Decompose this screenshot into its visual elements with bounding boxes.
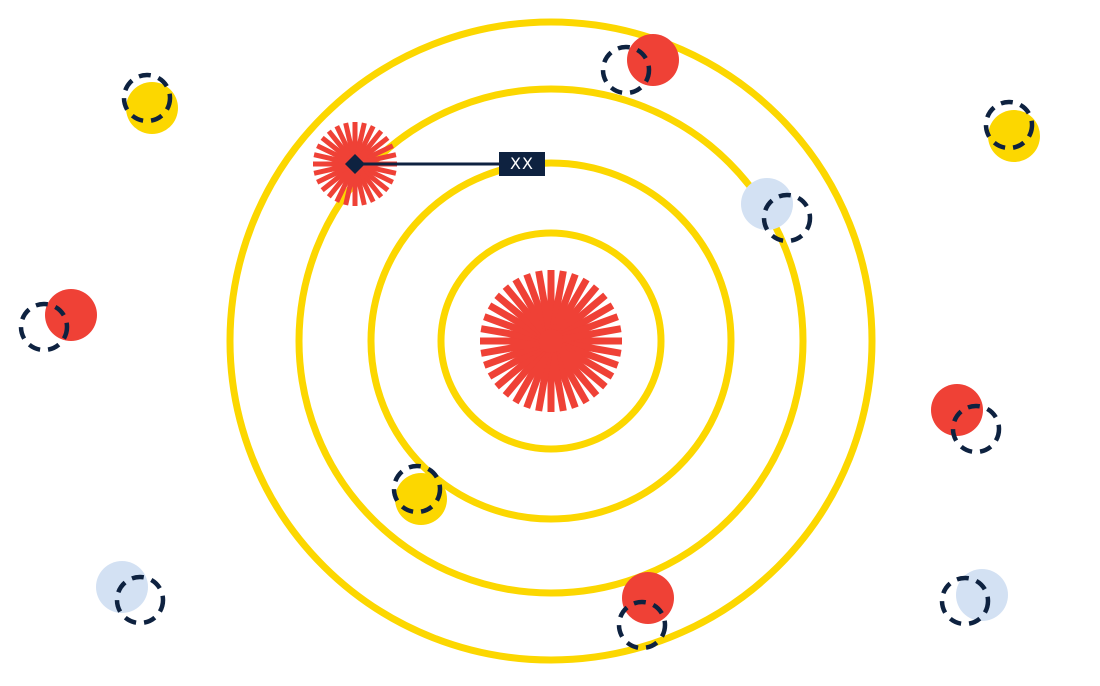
planet-disc (126, 82, 178, 134)
planet-outer-bottom-left (96, 561, 166, 626)
center-burst-ray (551, 349, 579, 409)
marked-planet-burst (313, 122, 397, 206)
center-burst-ray (512, 277, 550, 335)
planets (18, 34, 1040, 651)
dashed-orbit-marker (600, 44, 652, 96)
center-burst-ray (512, 347, 550, 405)
marked-burst-ray (360, 152, 397, 166)
dashed-orbit-marker (983, 99, 1035, 151)
marked-burst-ray (355, 125, 376, 160)
planet-ring-top-right (600, 34, 679, 96)
dashed-orbit-marker (18, 301, 70, 353)
dashed-orbit-marker (939, 575, 991, 627)
planet-outer-mid-left (18, 289, 97, 353)
center-burst-ray (556, 292, 608, 338)
planet-outer-mid-right (931, 384, 1002, 455)
center-burst-ray (551, 273, 579, 333)
center-burst-ray (552, 347, 590, 405)
callout-label-box (499, 152, 545, 176)
dashed-orbit-marker (761, 192, 813, 244)
dashed-orbit-marker (391, 463, 443, 515)
marked-burst-ray (356, 129, 384, 161)
center-burst-ray (554, 284, 600, 336)
marked-burst-ray (358, 165, 390, 193)
marked-burst-ray (326, 129, 354, 161)
center-burst-ray (523, 349, 551, 409)
marked-burst-ray (313, 152, 350, 166)
center-burst-ray (549, 270, 567, 332)
marked-burst-ray (320, 135, 352, 163)
orbit-ring-4 (226, 18, 876, 664)
planet-outer-top-right (983, 99, 1040, 162)
dashed-orbit-marker (950, 403, 1002, 455)
orbit-ring-2 (367, 159, 735, 523)
center-burst-ray (560, 325, 622, 343)
marked-burst-ray (334, 125, 355, 160)
center-burst-ray (502, 346, 548, 398)
marked-burst-ray (343, 169, 357, 206)
orbit-ring-1 (437, 229, 665, 453)
callout-label: XX (510, 154, 534, 173)
center-burst-ray (523, 273, 551, 333)
center-burst-ray (556, 344, 608, 390)
center-burst-ray (560, 339, 622, 357)
center-burst-ray (480, 339, 542, 357)
center-burst-ray (552, 277, 590, 335)
marked-burst-ray (334, 168, 355, 203)
planet-ring-bottom (616, 572, 674, 651)
center-burst-ray (502, 284, 548, 336)
marked-burst-ray (353, 169, 367, 206)
planet-ring-upper-right (741, 178, 813, 244)
marked-burst-ray (316, 164, 351, 185)
marked-burst-ray (358, 135, 390, 163)
planet-disc (956, 569, 1008, 621)
marked-burst-ray (343, 122, 357, 159)
center-core (539, 329, 563, 353)
center-burst-ray (483, 341, 543, 369)
center-burst-ray (480, 325, 542, 343)
center-burst-ray (559, 313, 619, 341)
center-burst-ray (549, 350, 567, 412)
planet-outer-bottom-right (939, 569, 1008, 627)
center-burst-ray (483, 313, 543, 341)
planet-ring-lower-left (391, 463, 447, 525)
diamond-marker-icon (345, 154, 365, 174)
planet-disc (988, 110, 1040, 162)
marked-burst-ray (326, 167, 354, 199)
planet-disc (931, 384, 983, 436)
marked-burst-ray (313, 162, 350, 176)
center-burst-ray (494, 292, 546, 338)
center-burst-ray (535, 270, 553, 332)
planet-disc (622, 572, 674, 624)
planet-outer-top-left (121, 72, 178, 134)
marked-burst-ray (320, 165, 352, 193)
dashed-orbit-marker (616, 599, 668, 651)
center-burst-ray (554, 346, 600, 398)
marked-burst-ray (360, 162, 397, 176)
marked-burst-ray (359, 143, 394, 164)
center-sun-burst (480, 270, 622, 412)
center-burst-ray (557, 342, 615, 380)
marked-burst-ray (359, 164, 394, 185)
dashed-orbit-marker (121, 72, 173, 124)
orbits (226, 18, 876, 664)
orbit-ring-3 (295, 85, 807, 597)
center-burst-ray (494, 344, 546, 390)
marked-burst-ray (316, 143, 351, 164)
dashed-orbit-marker (114, 574, 166, 626)
marked-burst-ray (353, 122, 367, 159)
center-burst-ray (487, 342, 545, 380)
marked-burst-ray (355, 168, 376, 203)
marked-planet-group: XX (313, 122, 545, 206)
center-burst-ray (559, 341, 619, 369)
planet-disc (627, 34, 679, 86)
center-burst-ray (487, 302, 545, 340)
center-burst-ray (557, 302, 615, 340)
marked-burst-ray (356, 167, 384, 199)
center-burst-ray (535, 350, 553, 412)
planet-disc (45, 289, 97, 341)
